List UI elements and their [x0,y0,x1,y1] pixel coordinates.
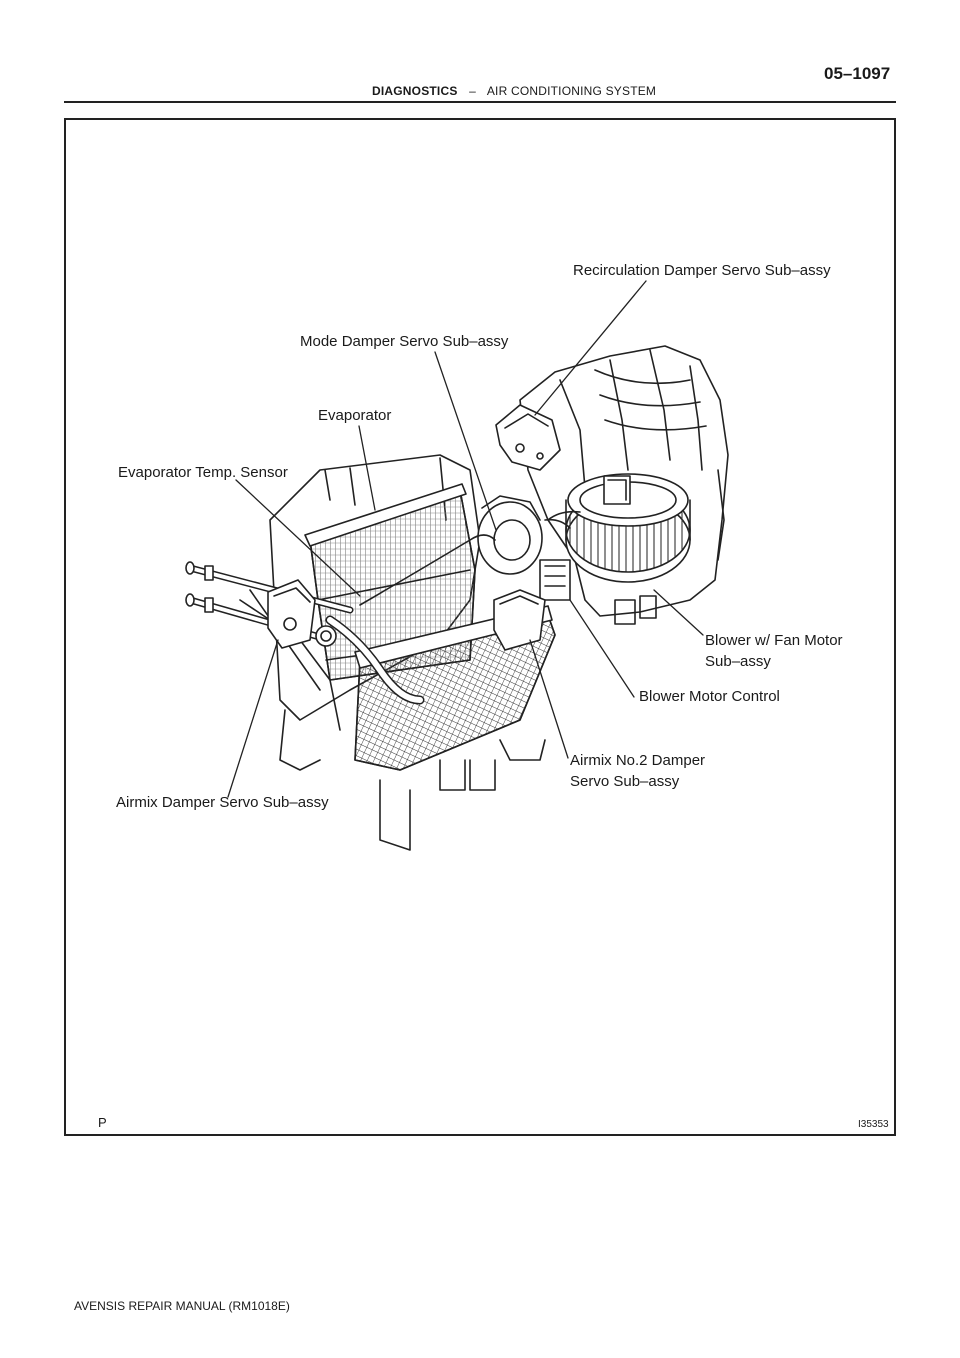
header-separator: – [469,84,476,98]
recirculation-servo [495,404,581,521]
airmix-servo [267,579,337,649]
label-blower-fan-motor: Blower w/ Fan Motor Sub–assy [705,630,843,672]
figure-id: I35353 [858,1119,889,1130]
figure-mark: P [98,1115,107,1130]
label-blower-fan-motor-line2: Sub–assy [705,653,771,670]
label-airmix-no2-damper-servo: Airmix No.2 Damper Servo Sub–assy [570,750,705,792]
label-airmix-no2-line2: Servo Sub–assy [570,773,680,790]
label-airmix-no2-line1: Airmix No.2 Damper [570,752,706,769]
section-title: DIAGNOSTICS [372,84,458,98]
blower-fan [565,473,691,583]
label-blower-fan-motor-line1: Blower w/ Fan Motor [705,632,843,649]
blower-motor-control [539,559,571,601]
airmix-no2-servo [493,589,546,651]
figure-frame [64,118,896,1136]
page-number: 05–1097 [824,64,891,83]
label-airmix-damper-servo: Airmix Damper Servo Sub–assy [116,794,329,811]
subsection-title: AIR CONDITIONING SYSTEM [486,84,657,98]
label-evaporator: Evaporator [318,407,392,424]
page-footer: AVENSIS REPAIR MANUAL (RM1018E) [74,1299,290,1313]
label-blower-motor-control: Blower Motor Control [639,688,780,705]
header-rule [64,101,896,103]
sensor-wire [359,534,496,606]
label-mode-damper-servo: Mode Damper Servo Sub–assy [300,333,509,350]
leader-lines [227,280,704,798]
label-evaporator-temp-sensor: Evaporator Temp. Sensor [118,464,288,481]
page-header: DIAGNOSTICS – AIR CONDITIONING SYSTEM [372,84,656,98]
label-recirculation-damper-servo: Recirculation Damper Servo Sub–assy [573,262,831,279]
